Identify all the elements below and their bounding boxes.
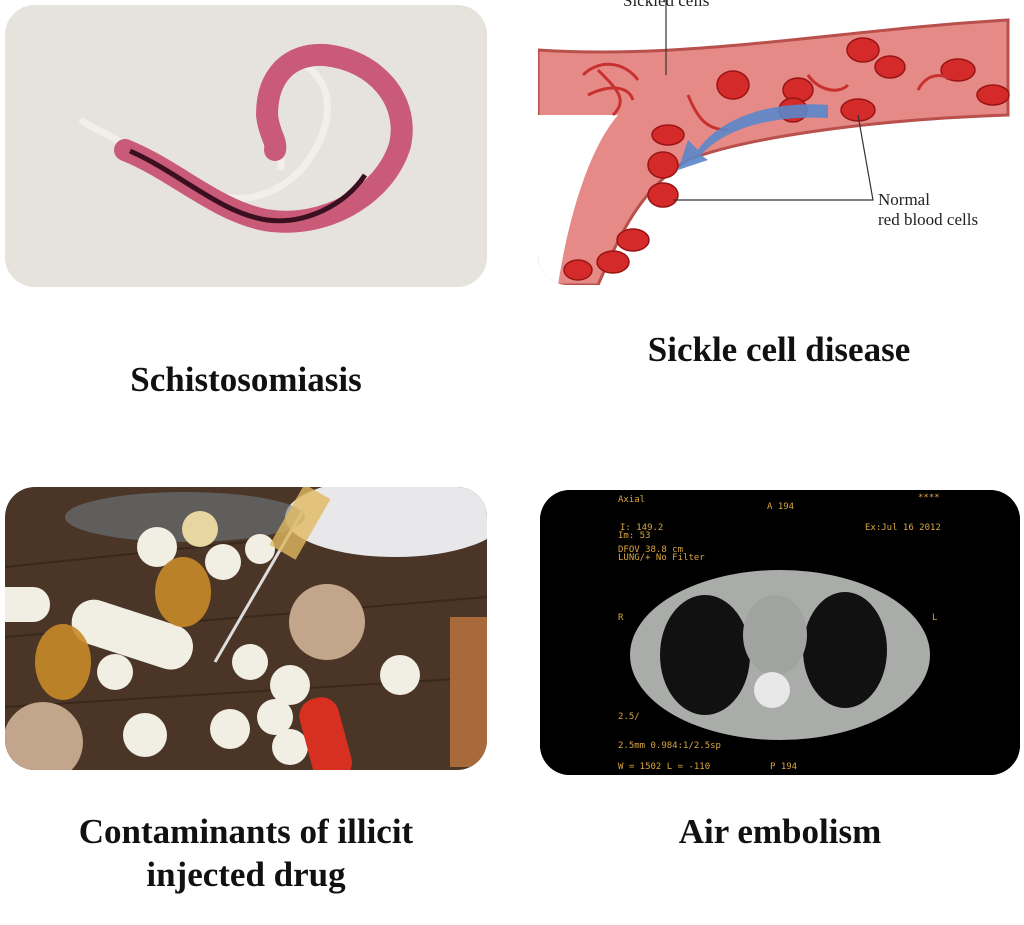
- flow-arrow-icon: [678, 104, 828, 170]
- ct-scan-image: Axial A 194 **** I: 149.2 Im: 53 Ex:Jul …: [540, 490, 1020, 775]
- sickle-cell-image: Sickled cells Normal red blood cells: [538, 0, 1020, 285]
- ct-dfov: DFOV 38.8 cm: [618, 545, 683, 555]
- sickled-cells: [581, 62, 950, 132]
- ct-im: Im: 53: [618, 531, 651, 541]
- ct-mm: 2.5mm 0.984:1/2.5sp: [618, 741, 721, 751]
- blood-vessel-illustration: Sickled cells Normal red blood cells: [538, 0, 1020, 285]
- caption-schistosomiasis: Schistosomiasis: [130, 360, 362, 399]
- ct-stars: ****: [918, 493, 940, 503]
- caption-illicit-drug: Contaminants of illicit injected drug: [5, 810, 487, 896]
- normal-cells-label-2: red blood cells: [878, 210, 978, 229]
- ct-a: A 194: [767, 502, 794, 512]
- caption-sickle-cell: Sickle cell disease: [647, 330, 911, 369]
- normal-cells-label-1: Normal: [878, 190, 930, 209]
- ct-ex: Ex:Jul 16 2012: [865, 523, 941, 533]
- illicit-drugs-image: [5, 487, 487, 770]
- schistosomiasis-image: [5, 5, 487, 287]
- caption-air-embolism: Air embolism: [678, 812, 882, 851]
- caption-line-2: injected drug: [146, 855, 346, 894]
- red-blood-cells: [563, 37, 1010, 281]
- ct-lung: LUNG/+ No Filter: [618, 553, 705, 563]
- ct-p: P 194: [770, 762, 797, 772]
- ct-l: L: [932, 613, 937, 623]
- sickled-cells-label: Sickled cells: [623, 0, 709, 10]
- ct-wl: W = 1502 L = -110: [618, 762, 710, 772]
- ct-thick: 2.5/: [618, 712, 640, 722]
- caption-line-1: Contaminants of illicit: [78, 812, 414, 851]
- ct-chest-scan: Axial A 194 **** I: 149.2 Im: 53 Ex:Jul …: [540, 490, 1020, 775]
- worm-illustration: [5, 5, 487, 287]
- pills: [5, 511, 420, 765]
- ct-r: R: [618, 613, 624, 623]
- ct-axial: Axial: [618, 495, 645, 505]
- pills-illustration: [5, 487, 487, 770]
- ct-i: I: 149.2: [620, 523, 663, 533]
